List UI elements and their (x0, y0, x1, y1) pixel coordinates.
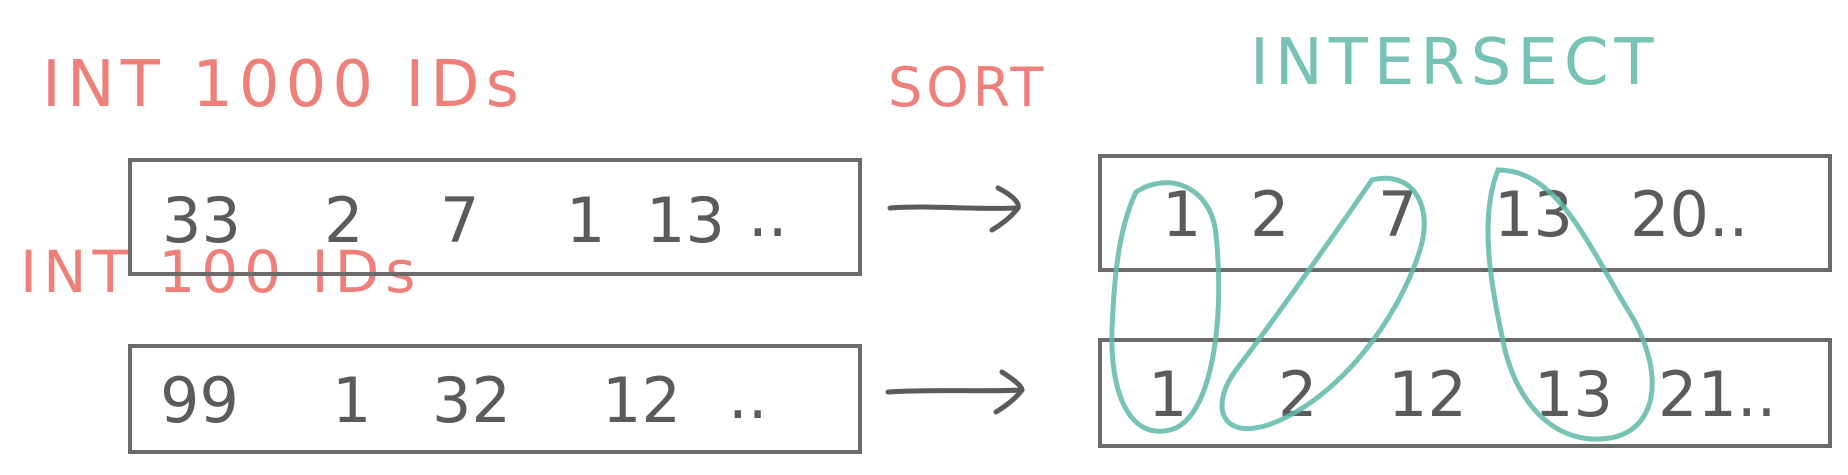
array-cell: 1 (566, 184, 606, 257)
array-cell: 13 (646, 184, 725, 257)
sort-label: SORT (888, 56, 1048, 119)
array-cell: .. (748, 178, 788, 251)
array-cell: 7 (1378, 178, 1418, 251)
sort-arrow-bottom-head (993, 369, 1025, 415)
array-cell: 32 (432, 364, 511, 437)
array-cell: 12 (602, 364, 681, 437)
sort-arrow-bottom (885, 387, 1025, 395)
intersect-label: INTERSECT (1250, 26, 1660, 100)
unsorted-bottom-array: 99 1 32 12 .. (128, 344, 862, 454)
array-cell: 33 (162, 184, 241, 257)
top-array-label: INT 1000 IDs (42, 48, 525, 122)
array-cell: 2 (324, 184, 364, 257)
sort-arrow-top-head (989, 185, 1021, 233)
array-cell: 2 (1278, 358, 1318, 431)
array-cell: 13 (1494, 178, 1573, 251)
array-cell: 2 (1250, 178, 1290, 251)
sorted-top-array: 1 2 7 13 20.. (1098, 154, 1832, 272)
array-cell: 7 (440, 184, 480, 257)
sorted-bottom-array: 1 2 12 13 21.. (1098, 338, 1832, 448)
sort-arrow-top (887, 204, 1021, 211)
array-cell: 1 (1162, 178, 1202, 251)
array-cell: 99 (160, 364, 239, 437)
array-cell: 1 (332, 364, 372, 437)
unsorted-top-array: 33 2 7 1 13 .. (128, 158, 862, 276)
array-cell: .. (728, 360, 768, 433)
array-cell: 13 (1534, 358, 1613, 431)
array-cell: 20.. (1630, 178, 1749, 251)
array-cell: 21.. (1658, 358, 1777, 431)
array-cell: 12 (1388, 358, 1467, 431)
array-cell: 1 (1148, 358, 1188, 431)
